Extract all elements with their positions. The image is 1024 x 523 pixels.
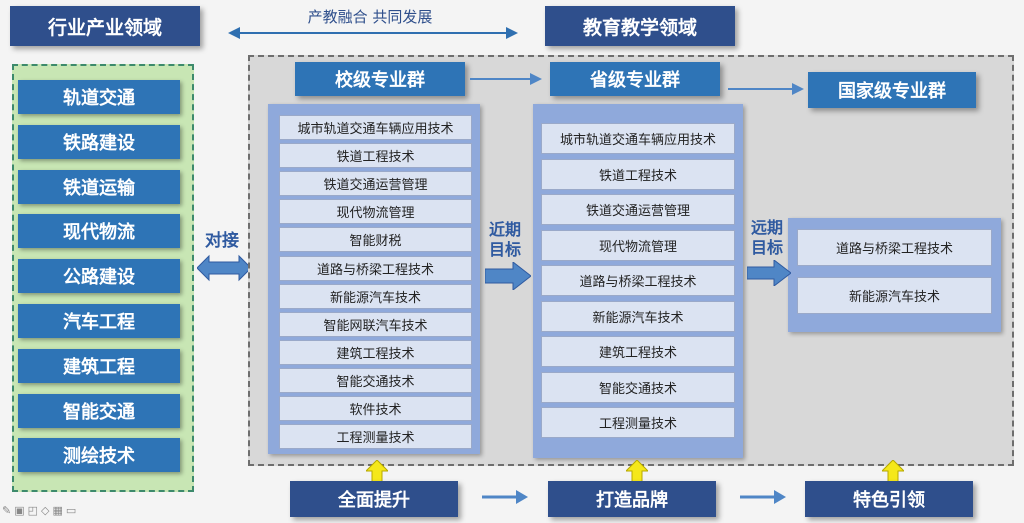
province-major-8: 智能交通技术 bbox=[541, 371, 735, 403]
up-arrow-2-icon bbox=[626, 460, 648, 484]
grid-icon[interactable]: ▦ bbox=[52, 504, 66, 517]
far-goal-arrow-icon bbox=[747, 260, 791, 286]
step-feature-lead: 特色引领 bbox=[805, 481, 973, 517]
school-major-5: 智能财税 bbox=[279, 227, 472, 253]
step-comprehensive-improve: 全面提升 bbox=[290, 481, 458, 517]
province-major-2: 铁道工程技术 bbox=[541, 158, 735, 190]
school-group-title: 校级专业群 bbox=[295, 62, 465, 96]
industry-item-4: 现代物流 bbox=[18, 214, 180, 249]
dock-label: 对接 bbox=[205, 231, 239, 251]
education-title: 教育教学领域 bbox=[545, 6, 735, 46]
school-major-1: 城市轨道交通车辆应用技术 bbox=[279, 115, 472, 140]
industry-title: 行业产业领域 bbox=[10, 6, 200, 46]
school-major-8: 智能网联汽车技术 bbox=[279, 311, 472, 337]
province-major-3: 铁道交通运营管理 bbox=[541, 194, 735, 225]
slide-toolbar[interactable]: ✎▣◰◇▦▭ bbox=[2, 504, 112, 520]
double-arrow-top-icon bbox=[228, 27, 518, 39]
camera-icon[interactable]: ▭ bbox=[65, 504, 80, 517]
school-major-9: 建筑工程技术 bbox=[279, 339, 472, 365]
province-major-7: 建筑工程技术 bbox=[541, 336, 735, 367]
industry-item-1: 轨道交通 bbox=[18, 80, 180, 114]
note-icon[interactable]: ◰ bbox=[27, 504, 42, 517]
bottom-arrow-2-icon bbox=[740, 490, 786, 504]
connector-text: 产教融合 共同发展 bbox=[307, 8, 433, 26]
province-to-national-arrow-icon bbox=[728, 83, 804, 95]
industry-item-2: 铁路建设 bbox=[18, 124, 180, 159]
near-goal-label: 近期 目标 bbox=[488, 220, 521, 259]
far-goal-label: 远期 目标 bbox=[750, 218, 783, 257]
bottom-arrow-1-icon bbox=[482, 490, 528, 504]
dock-arrow-icon bbox=[197, 254, 251, 282]
industry-item-6: 汽车工程 bbox=[18, 304, 180, 338]
national-group-title: 国家级专业群 bbox=[808, 72, 976, 108]
school-major-6: 道路与桥梁工程技术 bbox=[279, 255, 472, 281]
pen-icon[interactable]: ✎ bbox=[2, 504, 15, 517]
image-icon[interactable]: ▣ bbox=[14, 504, 28, 517]
province-major-6: 新能源汽车技术 bbox=[541, 300, 735, 332]
school-to-province-arrow-icon bbox=[470, 73, 542, 85]
school-major-7: 新能源汽车技术 bbox=[279, 283, 472, 309]
province-group-title: 省级专业群 bbox=[550, 62, 720, 96]
industry-item-3: 铁道运输 bbox=[18, 169, 180, 204]
national-major-1: 道路与桥梁工程技术 bbox=[797, 229, 992, 266]
school-major-10: 智能交通技术 bbox=[279, 367, 472, 393]
school-major-12: 工程测量技术 bbox=[279, 424, 472, 450]
step-build-brand: 打造品牌 bbox=[548, 481, 716, 517]
eraser-icon[interactable]: ◇ bbox=[41, 504, 53, 517]
school-major-2: 铁道工程技术 bbox=[279, 143, 472, 169]
industry-item-5: 公路建设 bbox=[18, 259, 180, 294]
industry-item-9: 测绘技术 bbox=[18, 438, 180, 473]
up-arrow-1-icon bbox=[366, 460, 388, 484]
national-major-2: 新能源汽车技术 bbox=[797, 277, 992, 314]
up-arrow-3-icon bbox=[882, 460, 904, 484]
province-major-5: 道路与桥梁工程技术 bbox=[541, 265, 735, 296]
school-major-3: 铁道交通运营管理 bbox=[279, 171, 472, 197]
school-major-11: 软件技术 bbox=[279, 396, 472, 421]
near-goal-arrow-icon bbox=[485, 262, 531, 290]
province-major-4: 现代物流管理 bbox=[541, 229, 735, 261]
school-major-4: 现代物流管理 bbox=[279, 199, 472, 225]
industry-item-7: 建筑工程 bbox=[18, 348, 180, 383]
province-major-9: 工程测量技术 bbox=[541, 407, 735, 438]
province-major-1: 城市轨道交通车辆应用技术 bbox=[541, 123, 735, 154]
industry-item-8: 智能交通 bbox=[18, 393, 180, 428]
